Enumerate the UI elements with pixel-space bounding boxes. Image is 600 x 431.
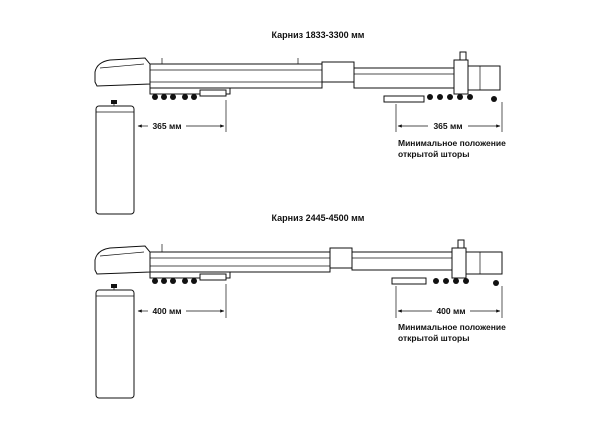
dimension-label: 400 мм: [152, 306, 181, 316]
carrier-group-left: [149, 271, 231, 284]
carrier-group-left: [149, 87, 231, 100]
battery-pack: [95, 284, 135, 399]
rail-body: [149, 51, 501, 95]
note-line: открытой шторы: [398, 333, 469, 343]
carrier-group-right: [383, 94, 497, 103]
cornice-diagram-1: Карниз 1833-3300 мм: [94, 30, 506, 215]
motor-head: [94, 57, 151, 87]
dimension-right: 400 мм: [395, 286, 503, 318]
dimension-label: 365 мм: [433, 121, 462, 131]
dimension-left: 400 мм: [133, 284, 227, 318]
diagram-title: Карниз 2445-4500 мм: [272, 213, 365, 223]
dimension-right: 365 мм: [395, 102, 503, 132]
dimension-left: 365 мм: [133, 100, 227, 132]
dimension-label: 365 мм: [152, 121, 181, 131]
carrier-group-right: [391, 277, 499, 286]
battery-pack: [95, 100, 135, 215]
dimension-label: 400 мм: [436, 306, 465, 316]
rail-body: [149, 239, 503, 279]
note-line: открытой шторы: [398, 149, 469, 159]
note-line: Минимальное положение: [398, 322, 506, 332]
diagram-title: Карниз 1833-3300 мм: [272, 30, 365, 40]
motor-head: [94, 245, 151, 275]
cornice-diagram-2: Карниз 2445-4500 мм: [94, 213, 506, 399]
note-line: Минимальное положение: [398, 138, 506, 148]
